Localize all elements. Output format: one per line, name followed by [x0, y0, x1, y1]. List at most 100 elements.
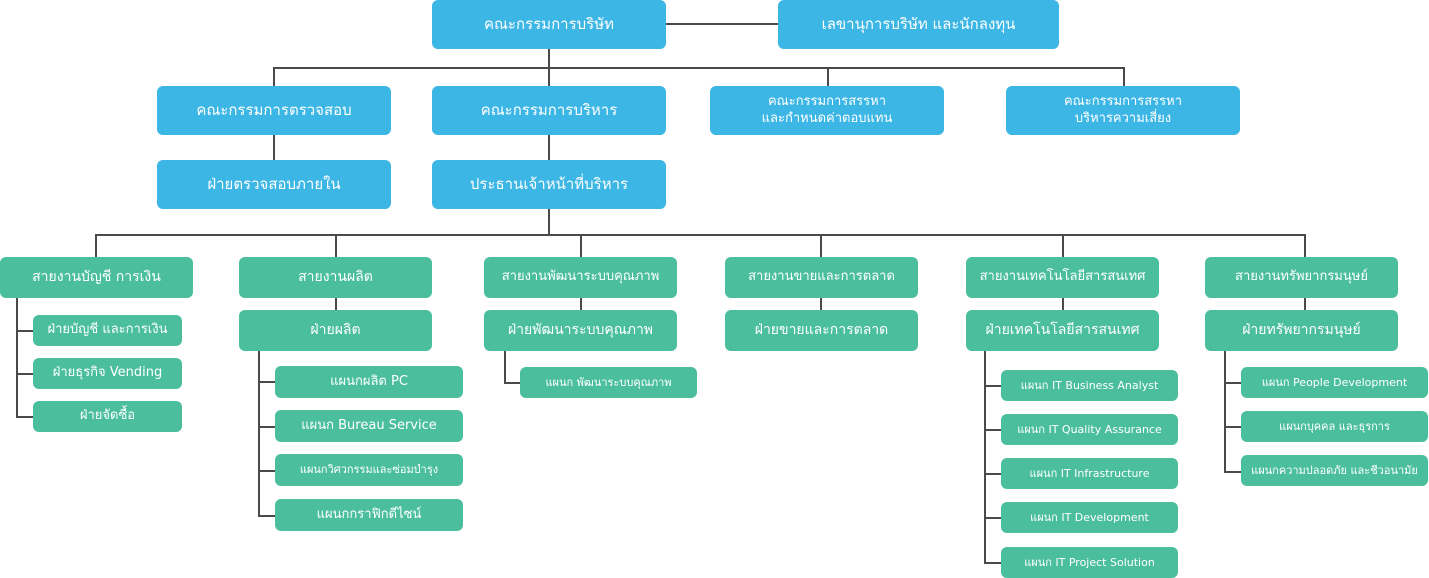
connector: [1224, 426, 1242, 428]
node-label: แผนก People Development: [1261, 375, 1408, 389]
section-box: แผนก IT Project Solution: [1001, 547, 1178, 578]
connector: [580, 298, 582, 310]
connector: [504, 351, 506, 384]
connector: [580, 234, 582, 258]
node-label: คณะกรรมการตรวจสอบ: [196, 101, 352, 120]
section-box: แผนก People Development: [1241, 367, 1428, 398]
node-label: ฝ่ายบัญชี และการเงิน: [47, 322, 168, 338]
node-label: แผนกบุคคล และธุรการ: [1279, 419, 1390, 433]
section-box: แผนก IT Quality Assurance: [1001, 414, 1178, 445]
section-box: แผนก IT Infrastructure: [1001, 458, 1178, 489]
node-label: คณะกรรมการบริหาร: [480, 101, 618, 120]
connector: [16, 373, 34, 375]
node-label: แผนก พัฒนาระบบคุณภาพ: [545, 375, 672, 389]
connector: [820, 234, 822, 258]
connector: [273, 67, 275, 87]
connector: [258, 470, 276, 472]
node-label: แผนก IT Business Analyst: [1020, 378, 1159, 392]
node-label: ฝ่ายจัดซื้อ: [79, 408, 136, 424]
connector: [1304, 234, 1306, 258]
node-label: แผนก IT Quality Assurance: [1017, 422, 1162, 436]
section-box: แผนกวิศวกรรมและซ่อมบำรุง: [275, 454, 463, 486]
node-label: ฝ่ายตรวจสอบภายใน: [207, 175, 341, 194]
node-label: สายงานบัญชี การเงิน: [32, 268, 161, 285]
connector: [16, 298, 18, 418]
connector: [984, 473, 1002, 475]
division-box: ฝ่ายบัญชี และการเงิน: [33, 315, 182, 346]
connector: [16, 416, 34, 418]
connector: [1304, 298, 1306, 310]
connector: [1224, 382, 1242, 384]
node-label: สายงานขายและการตลาด: [748, 269, 895, 285]
connector: [504, 382, 522, 384]
ceo-box: ประธานเจ้าหน้าที่บริหาร: [432, 160, 666, 209]
section-box: แผนกบุคคล และธุรการ: [1241, 411, 1428, 442]
connector: [984, 385, 1002, 387]
connector: [1224, 471, 1242, 473]
executive-committee-box: คณะกรรมการบริหาร: [432, 86, 666, 135]
node-label: สายงานทรัพยากรมนุษย์: [1235, 269, 1368, 285]
department-box: ฝ่ายพัฒนาระบบคุณภาพ: [484, 310, 677, 351]
connector: [1123, 67, 1125, 87]
connector: [665, 23, 779, 25]
node-label: แผนกวิศวกรรมและซ่อมบำรุง: [299, 463, 439, 477]
node-label: แผนกความปลอดภัย และชีวอนามัย: [1251, 463, 1418, 477]
division-box: ฝ่ายธุรกิจ Vending: [33, 358, 182, 389]
department-box: ฝ่ายทรัพยากรมนุษย์: [1205, 310, 1398, 351]
connector: [820, 298, 822, 310]
connector: [548, 135, 550, 161]
risk-committee-box: คณะกรรมการสรรหา บริหารความเสี่ยง: [1006, 86, 1240, 135]
branch-title-box: สายงานพัฒนาระบบคุณภาพ: [484, 257, 677, 298]
node-label: ฝ่ายเทคโนโลยีสารสนเทศ: [985, 321, 1140, 338]
connector: [1224, 351, 1226, 473]
connector: [335, 298, 337, 310]
connector: [984, 429, 1002, 431]
node-label: สายงานผลิต: [298, 268, 373, 285]
section-box: แผนก IT Business Analyst: [1001, 370, 1178, 401]
connector: [1062, 234, 1064, 258]
connector: [273, 67, 1125, 69]
department-box: ฝ่ายผลิต: [239, 310, 432, 351]
node-label: คณะกรรมการบริษัท: [483, 15, 614, 34]
branch-title-box: สายงานบัญชี การเงิน: [0, 257, 193, 298]
connector: [258, 351, 260, 517]
section-box: แผนก Bureau Service: [275, 410, 463, 442]
connector: [548, 209, 550, 235]
division-box: ฝ่ายจัดซื้อ: [33, 401, 182, 432]
node-label: ฝ่ายธุรกิจ Vending: [52, 365, 163, 381]
section-box: แผนกความปลอดภัย และชีวอนามัย: [1241, 455, 1428, 486]
node-label: แผนก IT Project Solution: [1024, 555, 1155, 569]
node-label: ฝ่ายพัฒนาระบบคุณภาพ: [507, 321, 654, 338]
connector: [95, 234, 1306, 236]
connector: [258, 426, 276, 428]
connector: [984, 351, 986, 564]
section-box: แผนก พัฒนาระบบคุณภาพ: [520, 367, 697, 398]
node-label: ประธานเจ้าหน้าที่บริหาร: [469, 175, 629, 194]
node-label: แผนก Bureau Service: [301, 417, 437, 433]
connector: [984, 562, 1002, 564]
company-secretary-box: เลขานุการบริษัท และนักลงทุน: [778, 0, 1059, 49]
audit-committee-box: คณะกรรมการตรวจสอบ: [157, 86, 391, 135]
node-label: ฝ่ายผลิต: [310, 321, 361, 338]
node-label: แผนกกราฟิกดีไซน์: [316, 506, 422, 522]
node-label: ฝ่ายทรัพยากรมนุษย์: [1242, 321, 1361, 338]
internal-audit-box: ฝ่ายตรวจสอบภายใน: [157, 160, 391, 209]
node-label: คณะกรรมการสรรหา: [1063, 94, 1183, 110]
connector: [827, 67, 829, 87]
connector: [1062, 298, 1064, 310]
nomination-committee-box: คณะกรรมการสรรหา และกำหนดค่าตอบแทน: [710, 86, 944, 135]
node-label: แผนก IT Development: [1030, 510, 1149, 524]
section-box: แผนกผลิต PC: [275, 366, 463, 398]
connector: [16, 330, 34, 332]
section-box: แผนกกราฟิกดีไซน์: [275, 499, 463, 531]
connector: [258, 515, 276, 517]
connector: [335, 234, 337, 258]
branch-title-box: สายงานเทคโนโลยีสารสนเทศ: [966, 257, 1159, 298]
node-label: และกำหนดค่าตอบแทน: [761, 110, 893, 126]
node-label: แผนกผลิต PC: [330, 373, 408, 389]
department-box: ฝ่ายขายและการตลาด: [725, 310, 918, 351]
node-label: สายงานพัฒนาระบบคุณภาพ: [501, 269, 660, 285]
node-label: คณะกรรมการสรรหา: [767, 94, 887, 110]
connector: [984, 517, 1002, 519]
